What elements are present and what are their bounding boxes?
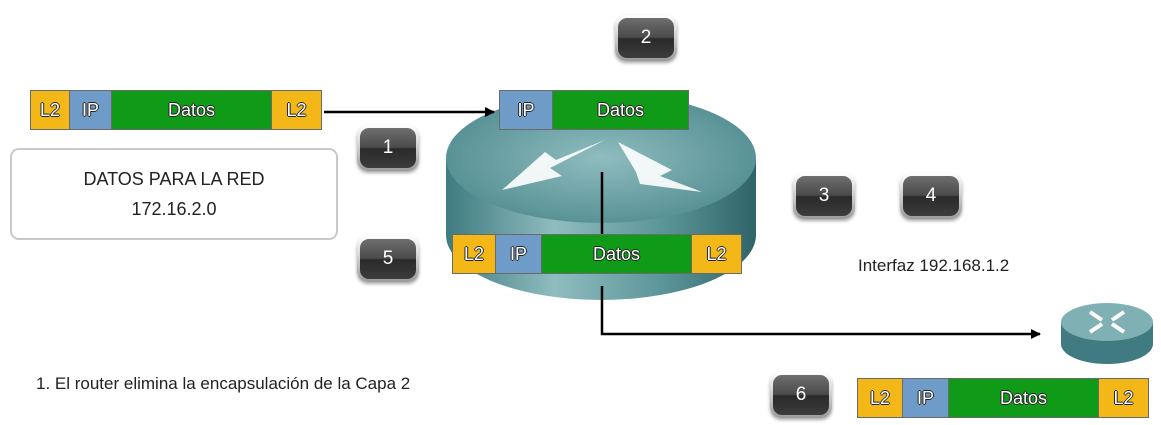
outgoing-frame: L2 IP Datos L2: [857, 378, 1149, 418]
step-3-label: 3: [796, 176, 852, 216]
destination-network-address: 172.16.2.0: [131, 199, 217, 219]
step-1-button[interactable]: 1: [357, 125, 419, 171]
step-6-button[interactable]: 6: [770, 372, 832, 418]
data-payload: Datos: [112, 90, 272, 130]
l2-header: L2: [30, 90, 70, 130]
step-2-button[interactable]: 2: [615, 15, 677, 61]
step-1-label: 1: [360, 128, 416, 168]
l2-trailer: L2: [692, 234, 742, 274]
l2-header: L2: [452, 234, 496, 274]
l2-header: L2: [857, 378, 903, 418]
l2-trailer: L2: [1099, 378, 1149, 418]
step-description: 1. El router elimina la encapsulación de…: [36, 374, 411, 393]
data-payload: Datos: [949, 378, 1099, 418]
data-payload: Datos: [553, 90, 689, 130]
destination-network-title: DATOS PARA LA RED: [83, 169, 265, 189]
ip-header: IP: [903, 378, 949, 418]
step-5-label: 5: [360, 239, 416, 279]
ip-header: IP: [70, 90, 112, 130]
step-6-label: 6: [773, 375, 829, 415]
l2-trailer: L2: [272, 90, 322, 130]
step-4-label: 4: [903, 176, 959, 216]
arrow-to-next-router: [600, 286, 1041, 339]
ip-header: IP: [499, 90, 553, 130]
step-5-button[interactable]: 5: [357, 236, 419, 282]
decapsulated-packet: IP Datos: [499, 90, 689, 130]
ip-header: IP: [496, 234, 542, 274]
step-3-button[interactable]: 3: [793, 173, 855, 219]
destination-router-icon: [1061, 303, 1153, 364]
incoming-frame: L2 IP Datos L2: [30, 90, 322, 130]
interface-label: Interfaz 192.168.1.2: [858, 256, 1010, 275]
data-payload: Datos: [542, 234, 692, 274]
step-4-button[interactable]: 4: [900, 173, 962, 219]
step-2-label: 2: [618, 18, 674, 58]
destination-network-box: DATOS PARA LA RED 172.16.2.0: [10, 148, 338, 240]
reencapsulated-frame: L2 IP Datos L2: [452, 234, 742, 274]
